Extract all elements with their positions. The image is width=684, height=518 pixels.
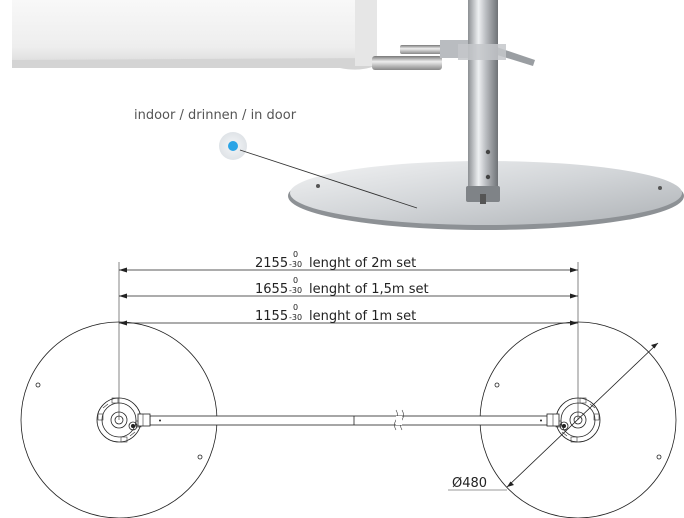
callout-dot [228, 141, 238, 151]
hub-left [96, 397, 151, 443]
dim-1m-tol-upper: 0 [293, 303, 298, 312]
dim-1-5m-value: 1655 [255, 282, 288, 297]
dim-2m-value: 2155 [255, 256, 288, 271]
dimension-2m: 2155 0 -30 lenght of 2m set [119, 250, 578, 273]
dimension-lines: 2155 0 -30 lenght of 2m set 1655 0 -30 l… [118, 250, 579, 420]
banner-bracket [372, 38, 535, 70]
dimension-1-5m: 1655 0 -30 lenght of 1,5m set [119, 276, 578, 299]
dim-1-5m-tol-upper: 0 [293, 276, 298, 285]
dim-1-5m-tol-lower: -30 [289, 286, 302, 295]
product-photo: indoor / drinnen / in door [12, 0, 684, 230]
dim-2m-text: lenght of 2m set [309, 256, 416, 271]
dim-2m-tol-upper: 0 [293, 250, 298, 259]
dim-1m-tol-lower: -30 [289, 313, 302, 322]
vertical-pole [458, 0, 506, 204]
callout-leader [239, 149, 418, 209]
indoor-callout: indoor / drinnen / in door [134, 108, 418, 209]
dim-1m-value: 1155 [255, 309, 288, 324]
top-view-drawing: Ø480 [20, 321, 677, 518]
hub-right [546, 397, 601, 443]
dim-1-5m-text: lenght of 1,5m set [309, 282, 429, 297]
dim-2m-tol-lower: -30 [289, 260, 302, 269]
diameter-dimension: Ø480 [448, 342, 659, 491]
diameter-label: Ø480 [452, 476, 487, 491]
banner-fabric [12, 0, 377, 70]
dimension-1m: 1155 0 -30 lenght of 1m set [119, 303, 578, 326]
callout-label: indoor / drinnen / in door [134, 108, 297, 123]
dim-1m-text: lenght of 1m set [309, 309, 416, 324]
cross-rod [149, 409, 551, 431]
